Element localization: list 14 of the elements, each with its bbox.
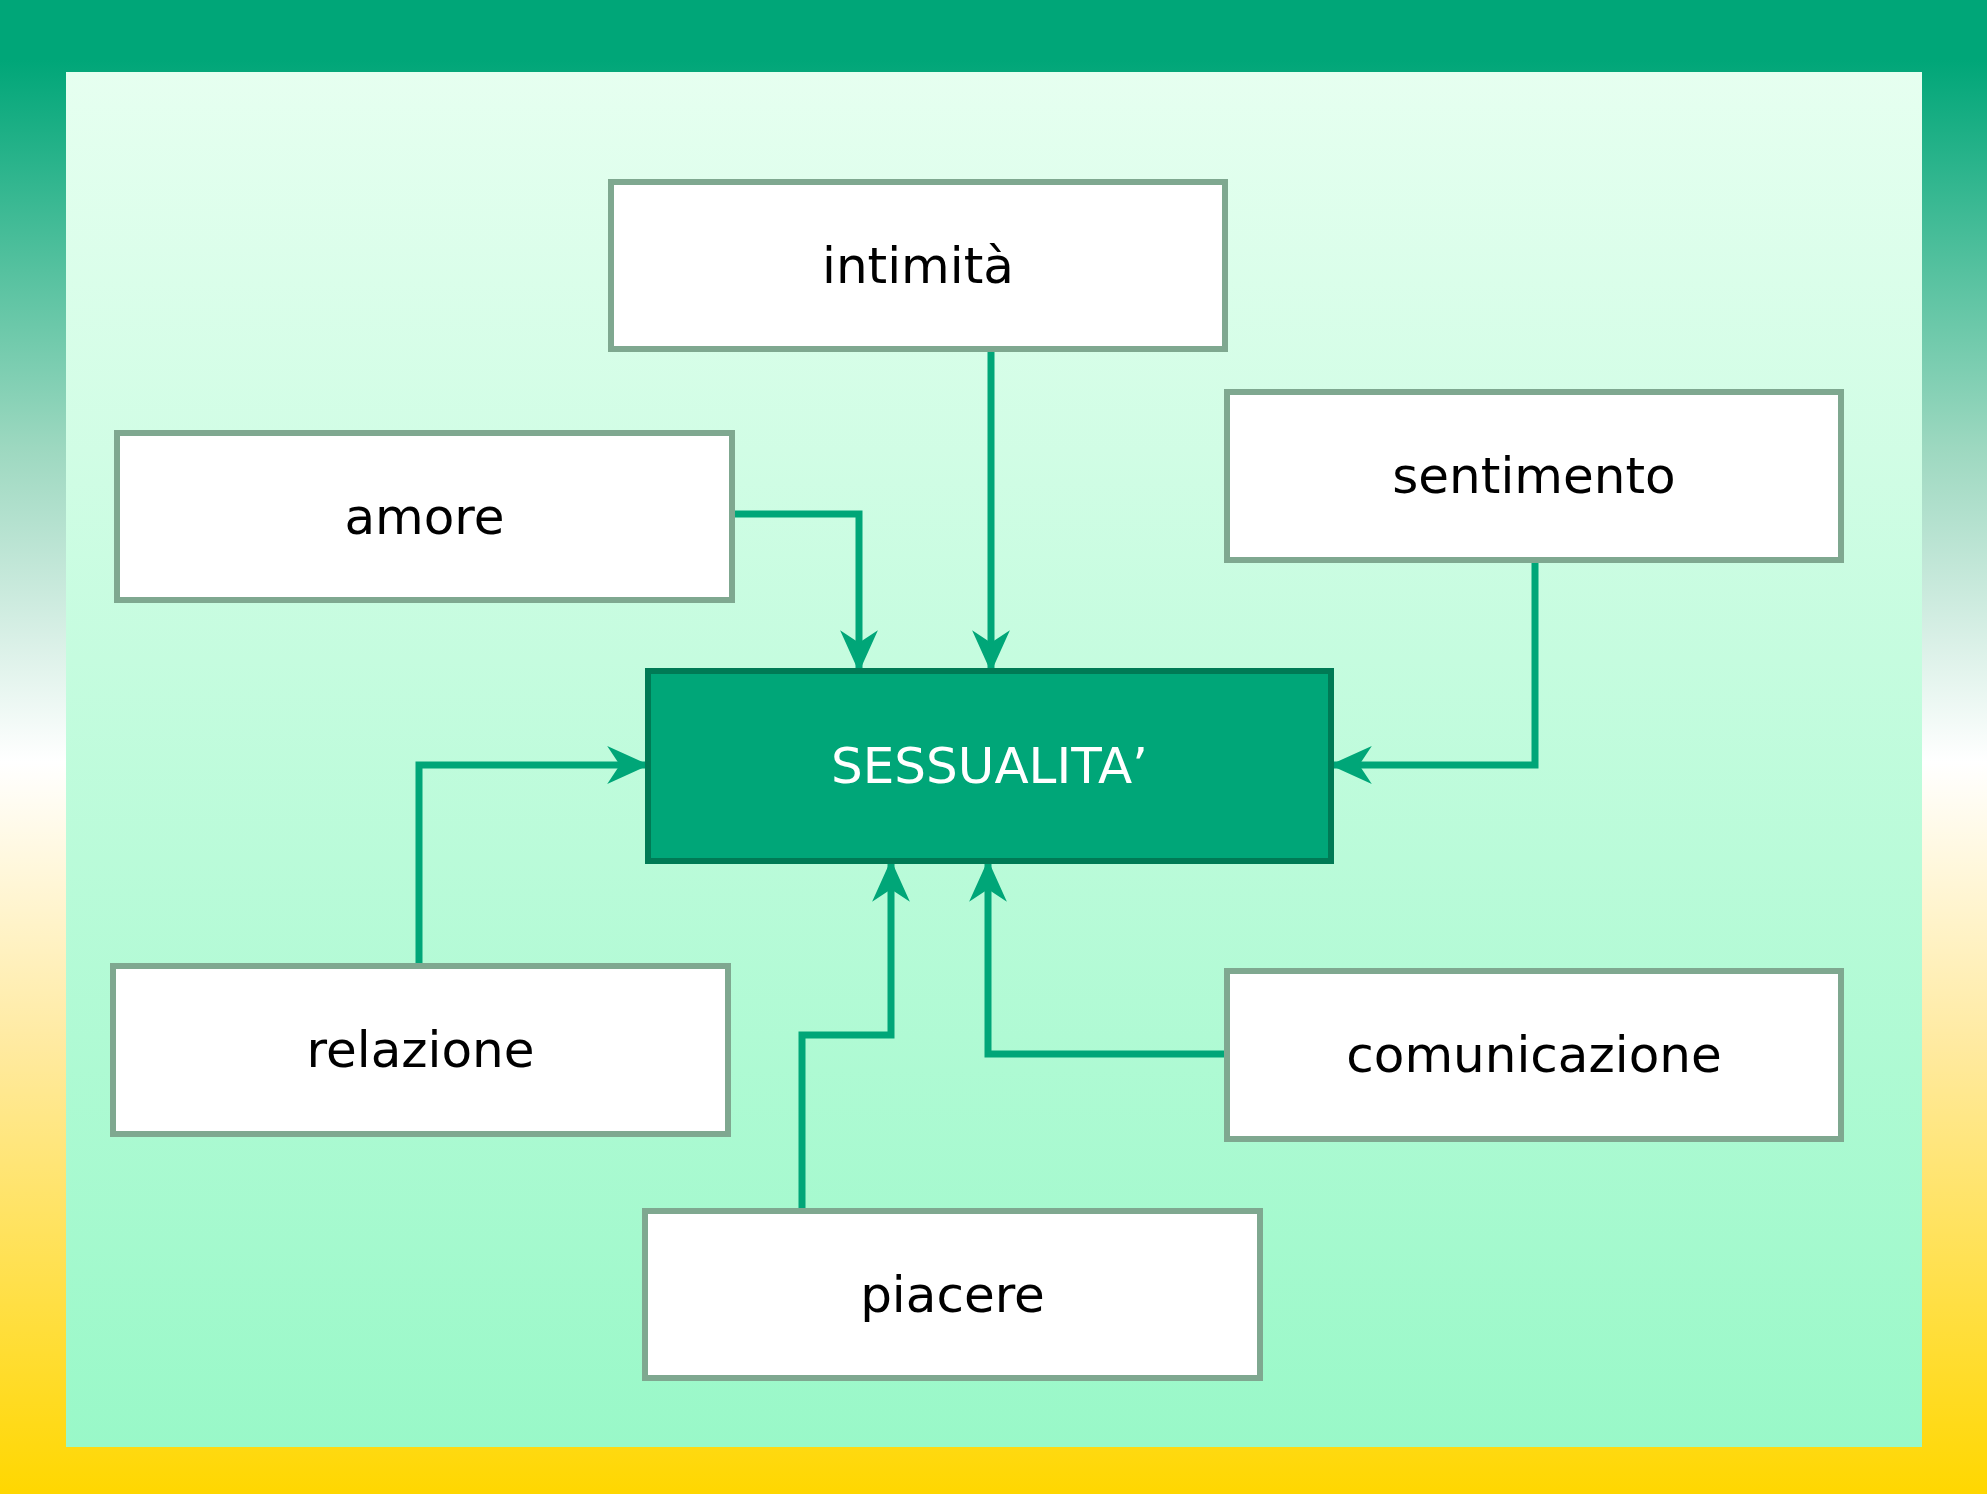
node-label: amore (344, 487, 505, 546)
central-concept-box (645, 668, 1334, 864)
concept-box (608, 179, 1228, 352)
node-label: sentimento (1392, 447, 1676, 505)
node-label: comunicazione (1346, 1026, 1722, 1084)
node-label: relazione (306, 1021, 535, 1079)
node-label: SESSUALITA’ (831, 737, 1148, 795)
concept-box (642, 1208, 1263, 1381)
node-label: piacere (860, 1265, 1045, 1324)
concept-box (110, 963, 731, 1137)
node-label: intimità (822, 236, 1014, 295)
concept-box (114, 430, 735, 603)
concept-box (1224, 968, 1844, 1142)
concept-box (1224, 389, 1844, 563)
